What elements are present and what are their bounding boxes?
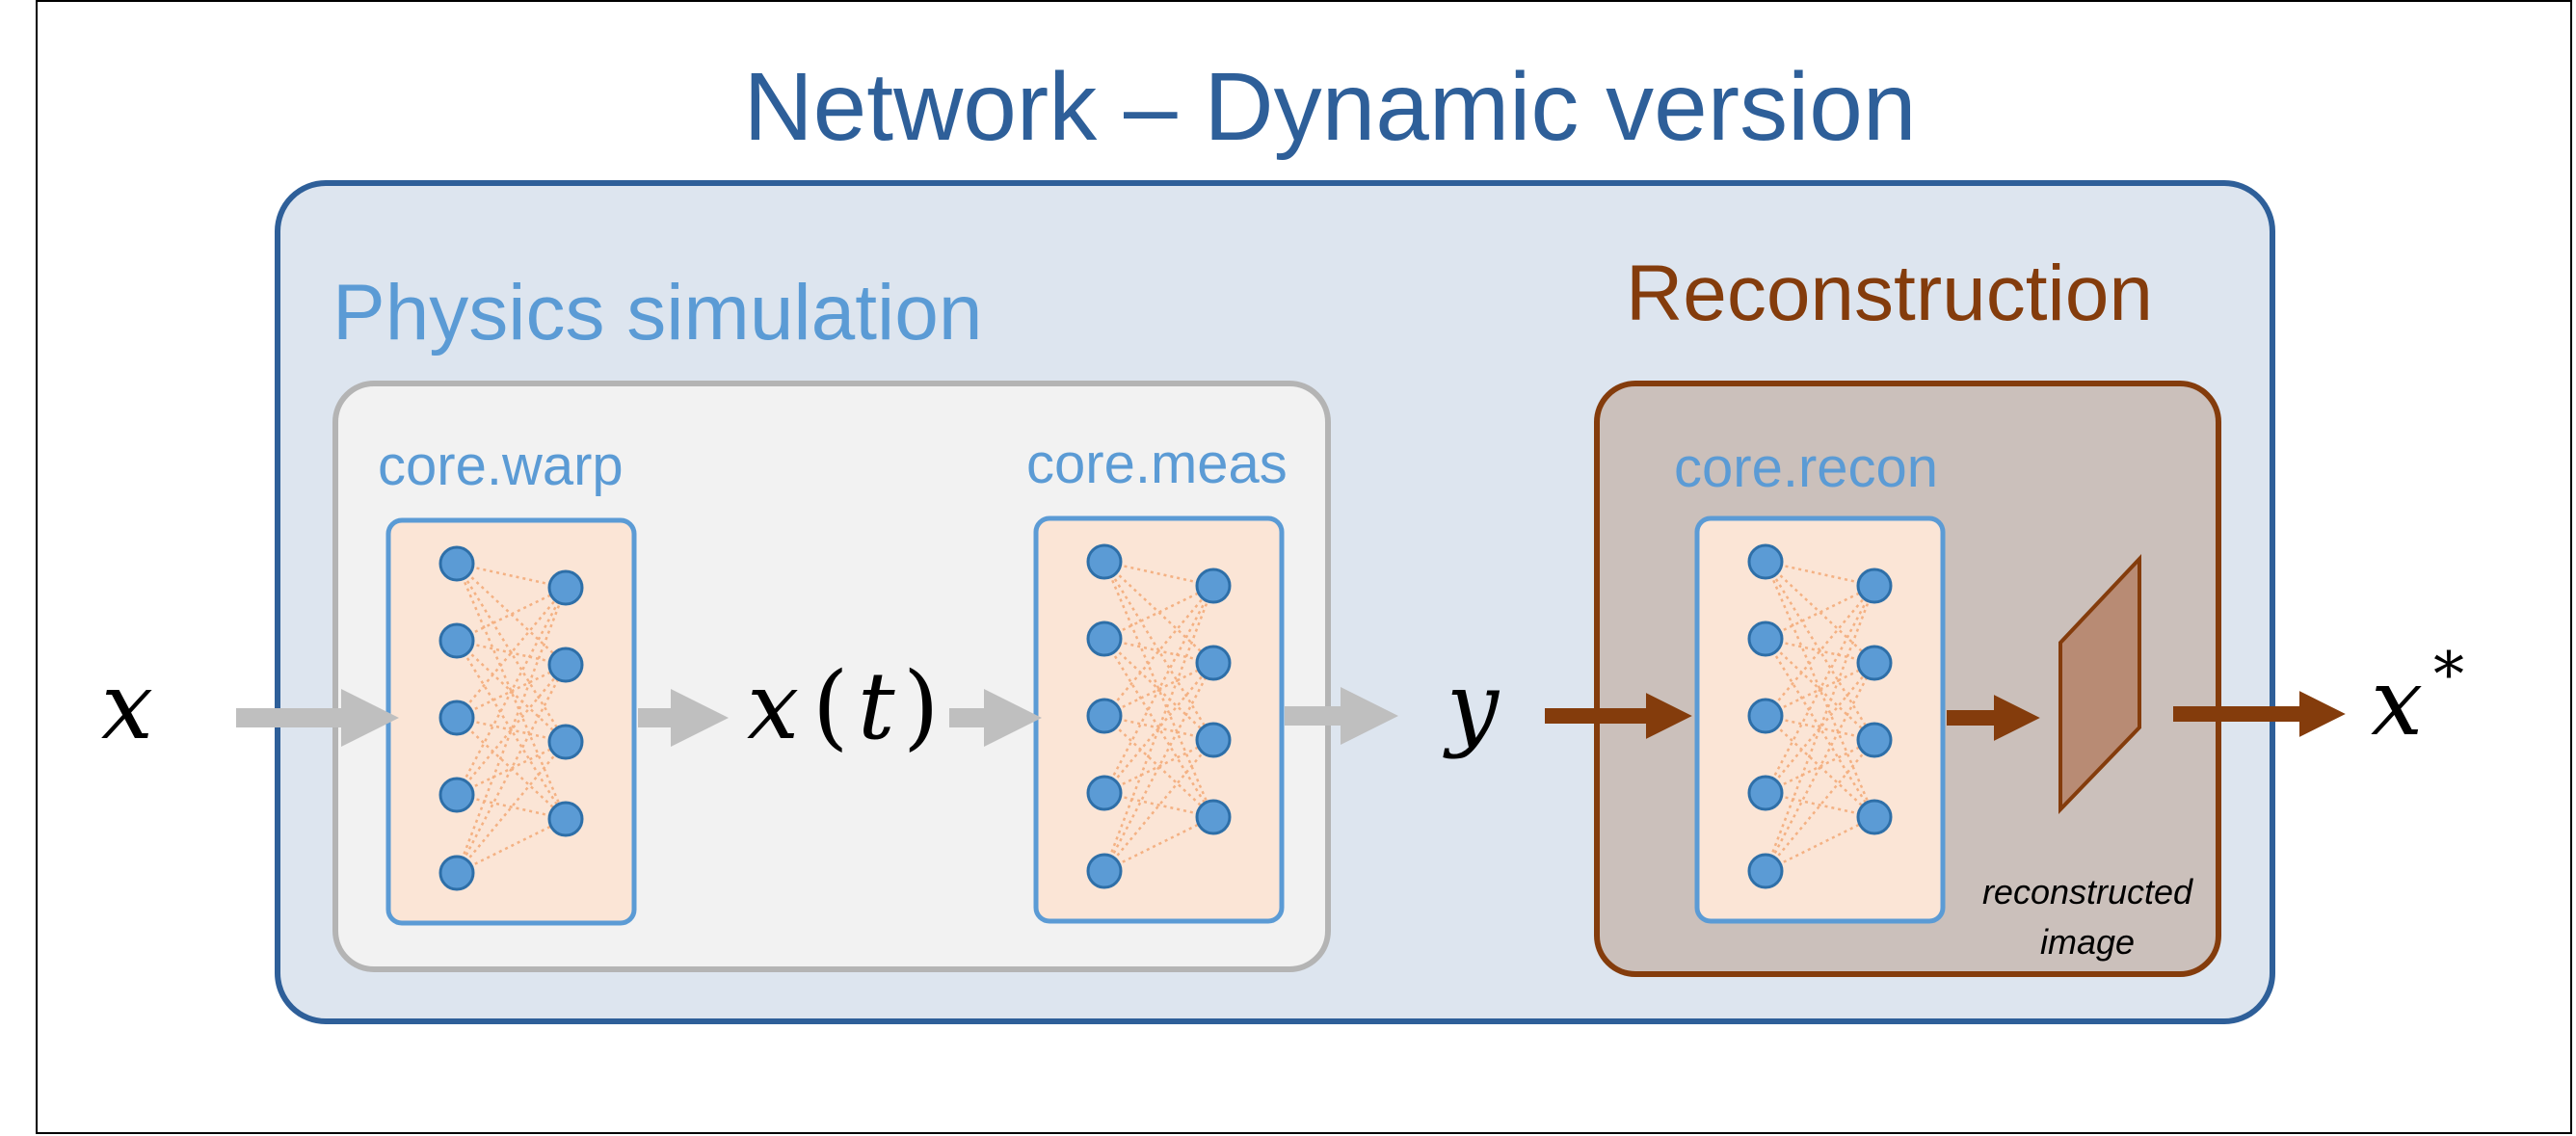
reconstructed-image-plane xyxy=(2058,553,2141,814)
network-edge xyxy=(1765,715,1875,818)
network-edge xyxy=(456,562,567,590)
network-node xyxy=(547,569,584,606)
reconstructed-image-caption-line1: reconstructed xyxy=(1982,872,2193,911)
network-node xyxy=(1856,799,1893,835)
network-edge xyxy=(1765,714,1875,742)
network-node xyxy=(1747,775,1784,811)
network-node xyxy=(1086,698,1123,734)
network-edge xyxy=(1765,662,1875,794)
network-edge xyxy=(1765,585,1875,717)
network-edge xyxy=(455,587,568,796)
network-node xyxy=(1195,645,1232,681)
network-edge xyxy=(1764,585,1876,794)
intermediate-variable-arg: t xyxy=(858,652,895,760)
network-edge xyxy=(1103,662,1214,794)
network-edge xyxy=(1764,561,1876,741)
network-edge xyxy=(455,640,568,820)
network-block-panel xyxy=(1694,515,1946,924)
network-edge xyxy=(1102,662,1215,872)
network-node xyxy=(1856,722,1893,758)
network-edge xyxy=(1765,637,1875,665)
network-edge xyxy=(1103,585,1214,717)
network-edge xyxy=(1102,638,1215,818)
network-node xyxy=(438,622,475,659)
network-node xyxy=(1086,775,1123,811)
network-node xyxy=(547,647,584,683)
network-node xyxy=(1086,621,1123,657)
measurement-variable-y: y xyxy=(1443,652,1500,760)
network-node xyxy=(438,777,475,813)
network-node xyxy=(1747,853,1784,889)
network-edge xyxy=(455,664,568,874)
network-block-panel xyxy=(1033,515,1285,924)
core-meas-network xyxy=(1033,515,1285,924)
intermediate-paren-close: ) xyxy=(903,652,939,760)
network-node xyxy=(1856,568,1893,604)
network-edge xyxy=(456,639,567,667)
network-node xyxy=(438,855,475,891)
network-edge xyxy=(1103,739,1214,872)
network-edge xyxy=(456,741,567,874)
network-edge xyxy=(1102,561,1215,818)
core-recon-label: core.recon xyxy=(1674,436,1938,499)
physics-section-label: Physics simulation xyxy=(332,269,982,357)
network-node xyxy=(1086,853,1123,889)
network-edge xyxy=(456,817,567,875)
output-variable-sup: * xyxy=(2433,640,2464,711)
network-edge xyxy=(455,563,568,743)
core-warp-label: core.warp xyxy=(378,435,624,497)
intermediate-paren-open: ( xyxy=(812,652,848,760)
network-node xyxy=(1747,621,1784,657)
network-edge xyxy=(1764,638,1876,818)
network-edge xyxy=(1765,561,1875,664)
network-edge xyxy=(456,587,567,719)
network-edge xyxy=(1102,585,1215,794)
output-variable-base: x xyxy=(2371,648,2423,756)
core-recon-network xyxy=(1694,515,1946,924)
network-node xyxy=(547,724,584,760)
network-node xyxy=(1747,543,1784,580)
network-edge xyxy=(456,793,567,821)
network-edge xyxy=(1764,561,1876,818)
network-edge xyxy=(1765,815,1875,873)
input-variable-x: x xyxy=(101,652,153,760)
network-edge xyxy=(1103,715,1214,818)
network-edge xyxy=(455,563,568,820)
network-node xyxy=(1086,543,1123,580)
intermediate-variable-base: x xyxy=(747,652,799,760)
network-edge xyxy=(1103,637,1214,665)
network-edge xyxy=(456,563,567,666)
network-node xyxy=(1195,722,1232,758)
network-node xyxy=(1856,645,1893,681)
network-node xyxy=(1747,698,1784,734)
reconstructed-image-caption-line2: image xyxy=(2040,922,2135,962)
network-edge xyxy=(1765,791,1875,819)
network-edge xyxy=(1765,560,1875,588)
network-edge xyxy=(456,664,567,796)
network-edge xyxy=(456,717,567,820)
reconstruction-section-label: Reconstruction xyxy=(1626,250,2153,337)
network-node xyxy=(1195,799,1232,835)
intermediate-variable-xt: x ( t ) xyxy=(747,652,939,760)
network-edge xyxy=(1103,815,1214,873)
network-edge xyxy=(1765,739,1875,872)
core-warp-network xyxy=(385,517,637,926)
diagram-title: Network – Dynamic version xyxy=(743,53,1916,161)
network-edge xyxy=(1764,662,1876,872)
network-node xyxy=(438,545,475,582)
core-meas-label: core.meas xyxy=(1026,433,1288,495)
network-block-panel xyxy=(385,517,637,926)
output-variable-xstar: x * xyxy=(2371,640,2464,756)
network-edge xyxy=(1102,561,1215,741)
network-edge xyxy=(1103,560,1214,588)
network-edge xyxy=(1103,561,1214,664)
network-edge xyxy=(1103,714,1214,742)
network-node xyxy=(438,700,475,736)
network-node xyxy=(1195,568,1232,604)
network-edge xyxy=(456,716,567,744)
network-edge xyxy=(1103,791,1214,819)
network-node xyxy=(547,801,584,837)
